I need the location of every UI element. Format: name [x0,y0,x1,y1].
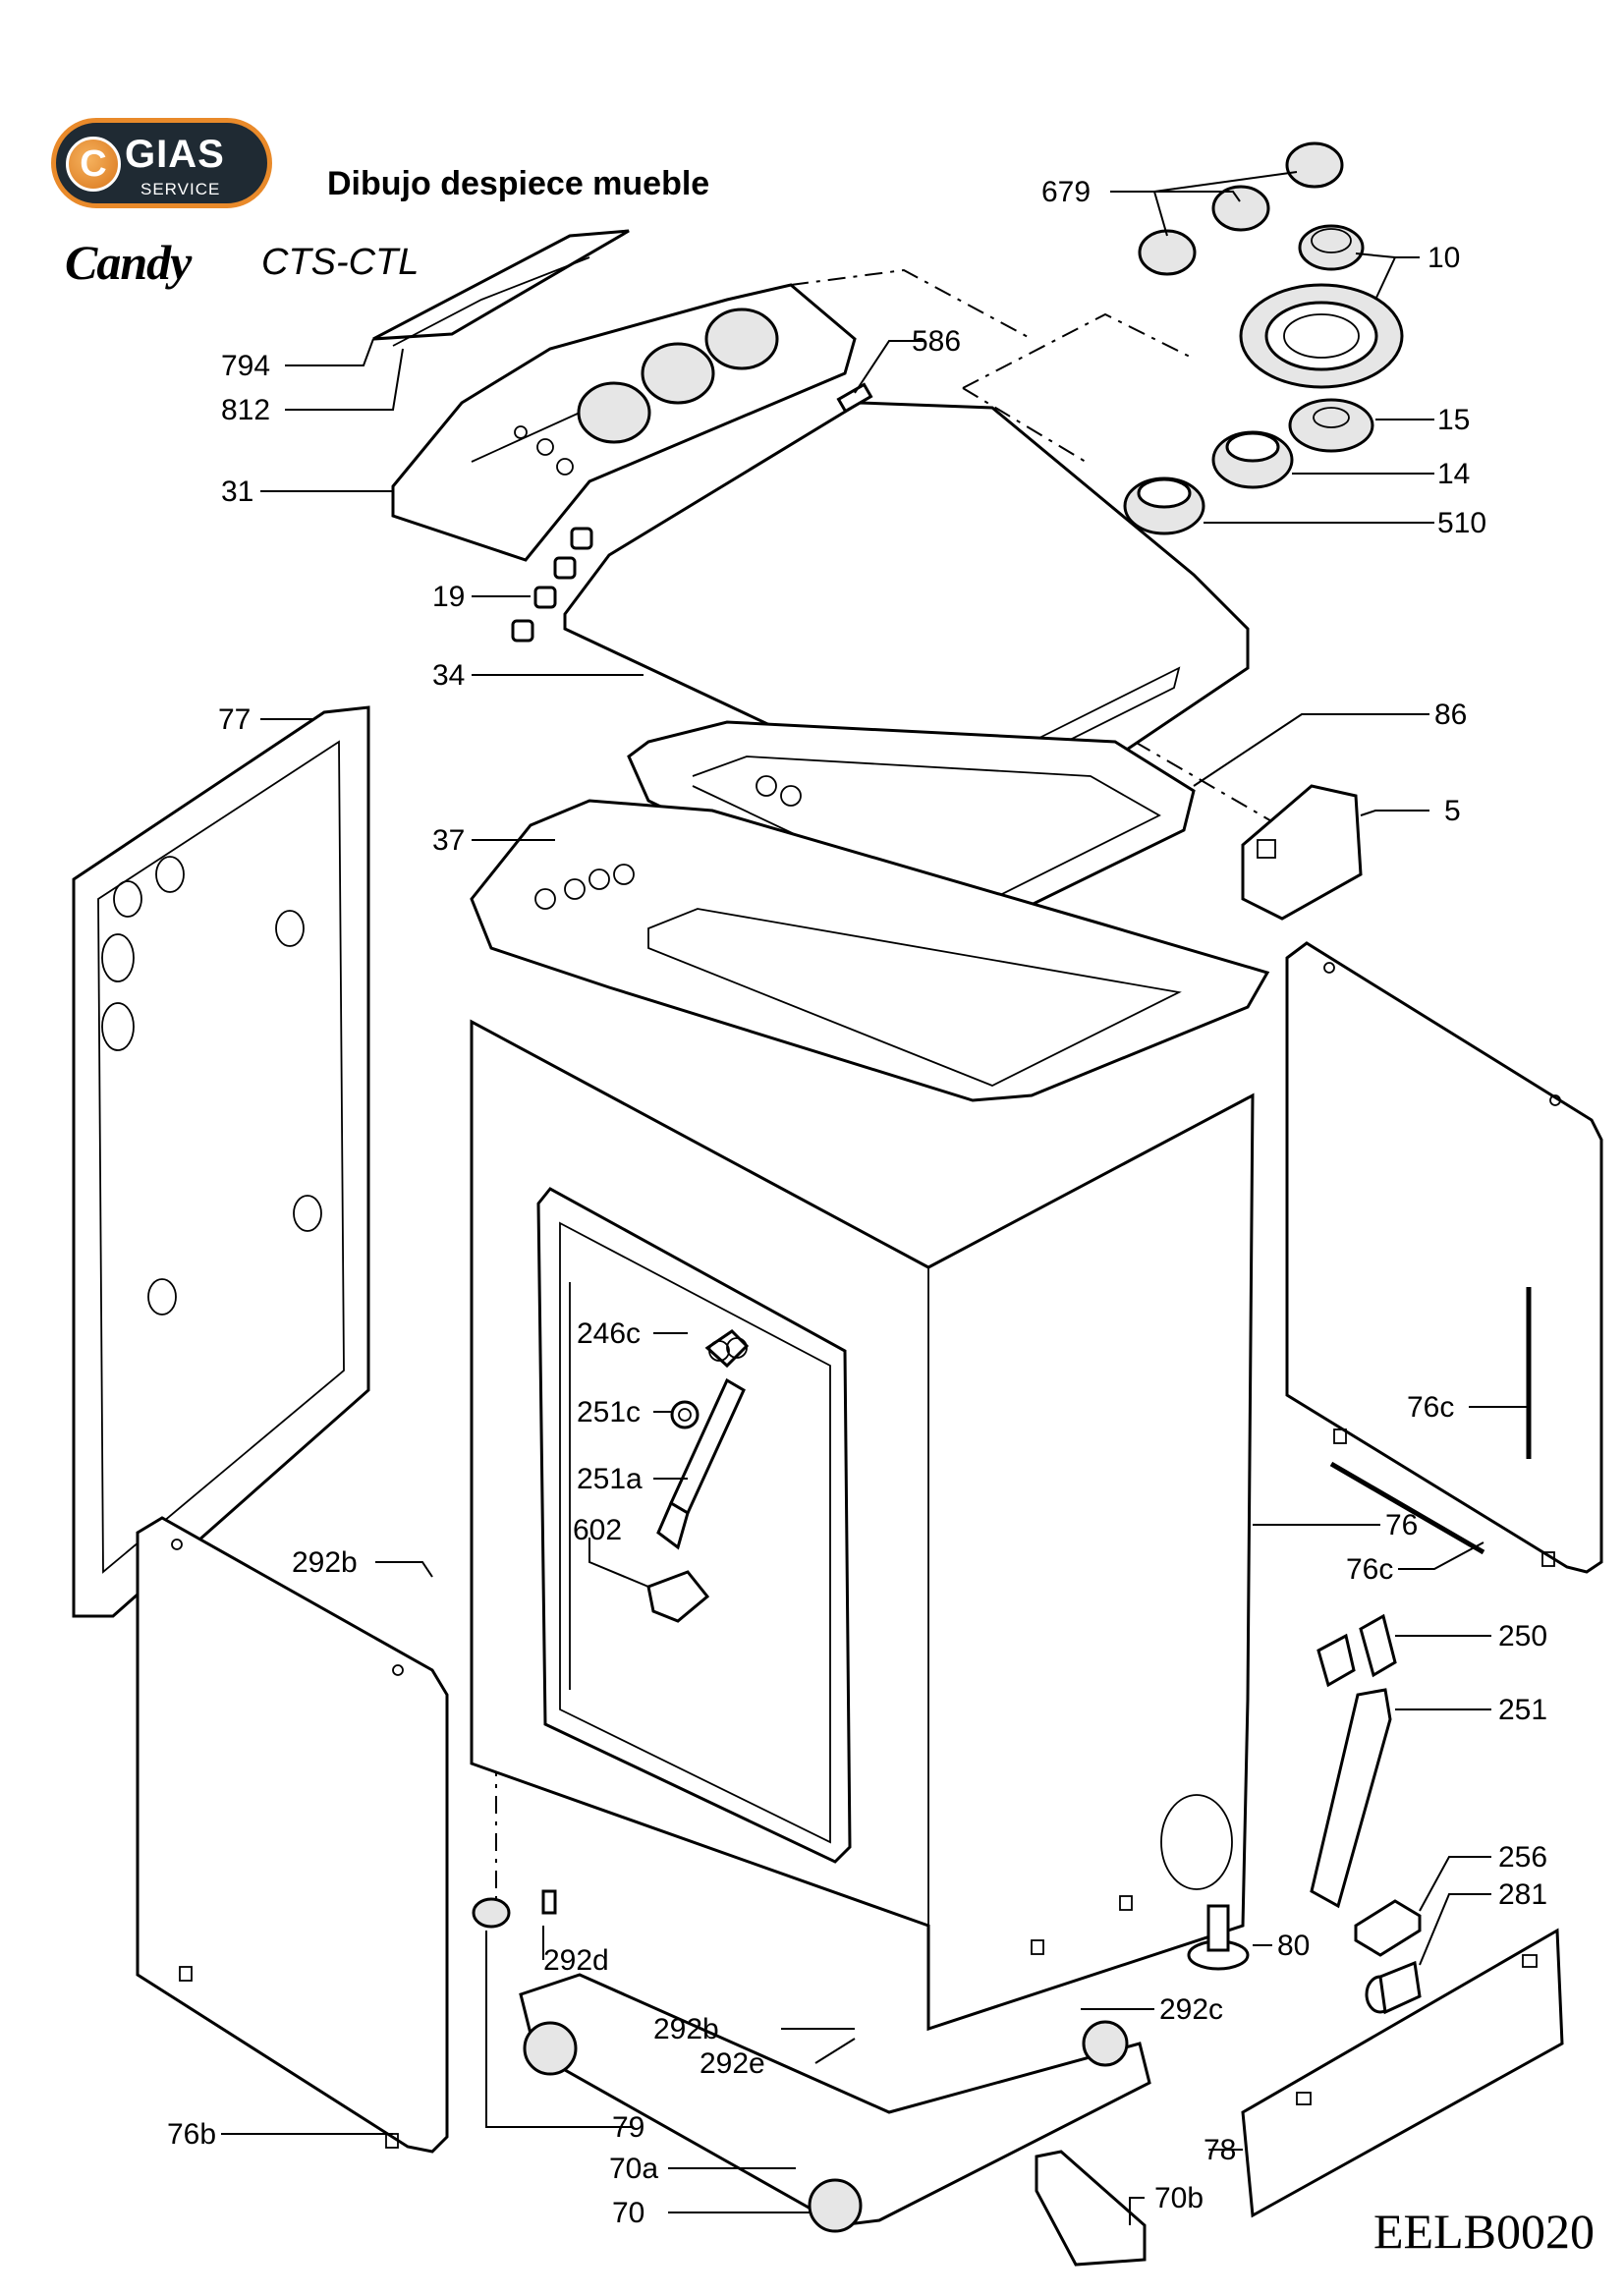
label-510: 510 [1437,507,1486,539]
label-281: 281 [1498,1878,1547,1911]
label-292b-top: 292b [292,1546,358,1579]
label-37: 37 [432,824,465,857]
label-251a: 251a [577,1463,643,1495]
label-70b: 70b [1154,2182,1204,2214]
drawing-code: EELB0020 [1373,2204,1595,2259]
label-251: 251 [1498,1694,1547,1726]
label-70a: 70a [609,2153,658,2185]
push-buttons-part [511,527,593,643]
label-292b-bottom: 292b [653,2013,719,2045]
label-812: 812 [221,394,270,426]
page-title: Dibujo despiece mueble [327,165,710,202]
label-76c-upper: 76c [1407,1391,1454,1424]
appliance-brand: Candy [65,235,192,290]
label-19: 19 [432,581,465,613]
label-80: 80 [1277,1930,1310,1962]
programmer-bezel-part [1239,224,1404,389]
label-256: 256 [1498,1841,1547,1874]
label-250: 250 [1498,1620,1547,1652]
label-251c: 251c [577,1396,641,1428]
label-70: 70 [612,2197,644,2229]
shock-absorber-part [646,1329,750,1623]
control-panel-part [391,283,857,562]
label-292c: 292c [1159,1993,1223,2026]
base-frame-part [472,1889,1250,2267]
label-34: 34 [432,659,465,692]
cabinet-top-part [470,799,1270,1102]
label-15: 15 [1437,404,1470,436]
clip-part [836,382,873,414]
label-78: 78 [1204,2134,1236,2166]
kick-plate-part [1241,1928,1564,2218]
right-side-panel-part [1285,941,1603,1574]
logo-subtitle-text: SERVICE [140,180,221,198]
back-panel-part [72,705,370,1618]
model-name: CTS-CTL [261,242,420,283]
leader-lines [221,171,1529,2225]
bracket-part [1354,1899,1422,2015]
label-292e: 292e [700,2047,765,2080]
label-794: 794 [221,350,270,382]
label-602: 602 [573,1514,622,1546]
label-79: 79 [612,2111,644,2144]
label-86: 86 [1434,699,1467,731]
left-side-panel-part [136,1516,449,2154]
guide-lines [495,268,1288,1931]
label-14: 14 [1437,458,1470,490]
label-246c: 246c [577,1317,641,1350]
knob-rings-part [1123,430,1294,535]
gias-service-logo: C GIAS SERVICE [51,118,272,208]
label-77: 77 [218,703,251,736]
door-lock-part [1241,784,1363,921]
label-586: 586 [912,325,961,358]
logo-brand-text: GIAS [125,133,225,176]
part-labels: 679 10 15 14 510 586 794 812 31 19 34 77… [167,176,1547,2229]
logo-circle-icon: C [66,137,121,192]
cabinet-body-part [470,1019,1255,2032]
panel-decals [372,229,630,347]
label-76b: 76b [167,2118,216,2151]
label-10: 10 [1428,242,1460,274]
label-76c-lower: 76c [1346,1553,1393,1586]
label-292d: 292d [543,1944,609,1977]
label-76: 76 [1385,1509,1418,1541]
label-679: 679 [1041,176,1091,208]
selector-part [1288,398,1374,453]
knobs-part [1138,141,1344,276]
filter-cover-part [1310,1613,1397,1909]
label-31: 31 [221,476,253,508]
label-5: 5 [1444,795,1461,827]
